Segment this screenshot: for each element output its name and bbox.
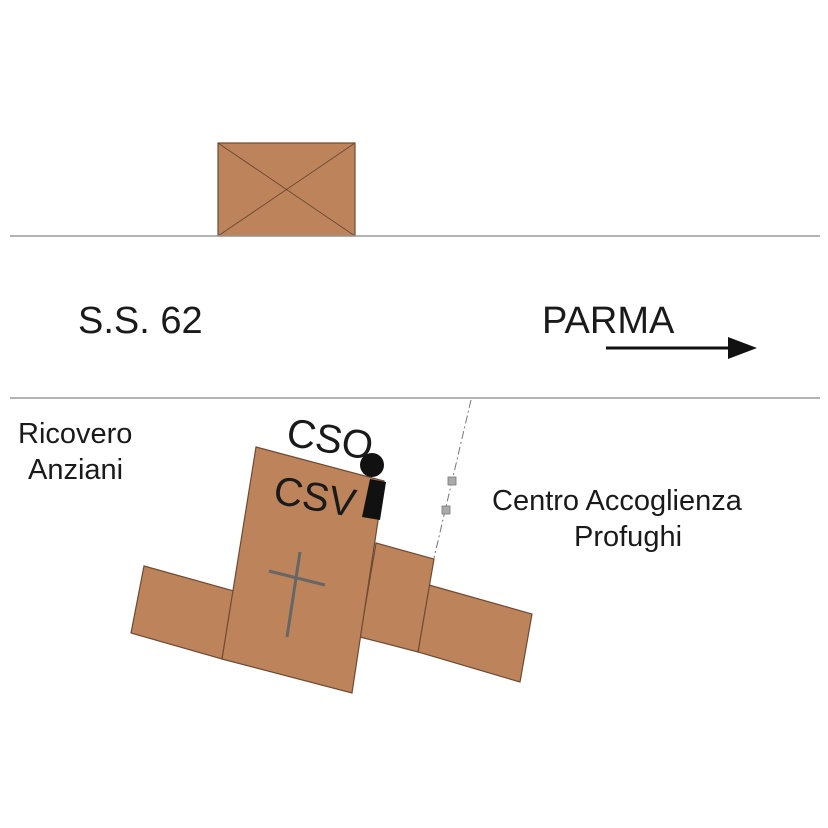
cross-icon bbox=[268, 551, 326, 638]
building-north bbox=[217, 142, 356, 237]
building-wing-right-outer bbox=[417, 584, 533, 683]
road-name: S.S. 62 bbox=[78, 300, 203, 342]
destination-label: PARMA bbox=[542, 300, 675, 342]
rectangle-icon bbox=[362, 479, 386, 520]
boundary-marker bbox=[441, 505, 451, 515]
church-nave bbox=[221, 446, 385, 694]
arrow-right-icon bbox=[606, 337, 757, 359]
place-right-line2: Profughi bbox=[574, 521, 682, 553]
building-wing-left bbox=[130, 565, 235, 660]
church-complex bbox=[130, 446, 533, 694]
place-left-line2: Anziani bbox=[28, 454, 123, 486]
place-left-line1: Ricovero bbox=[18, 418, 132, 450]
boundary-marker bbox=[447, 476, 457, 486]
place-right-line1: Centro Accoglienza bbox=[492, 485, 743, 517]
circle-icon bbox=[360, 453, 384, 477]
